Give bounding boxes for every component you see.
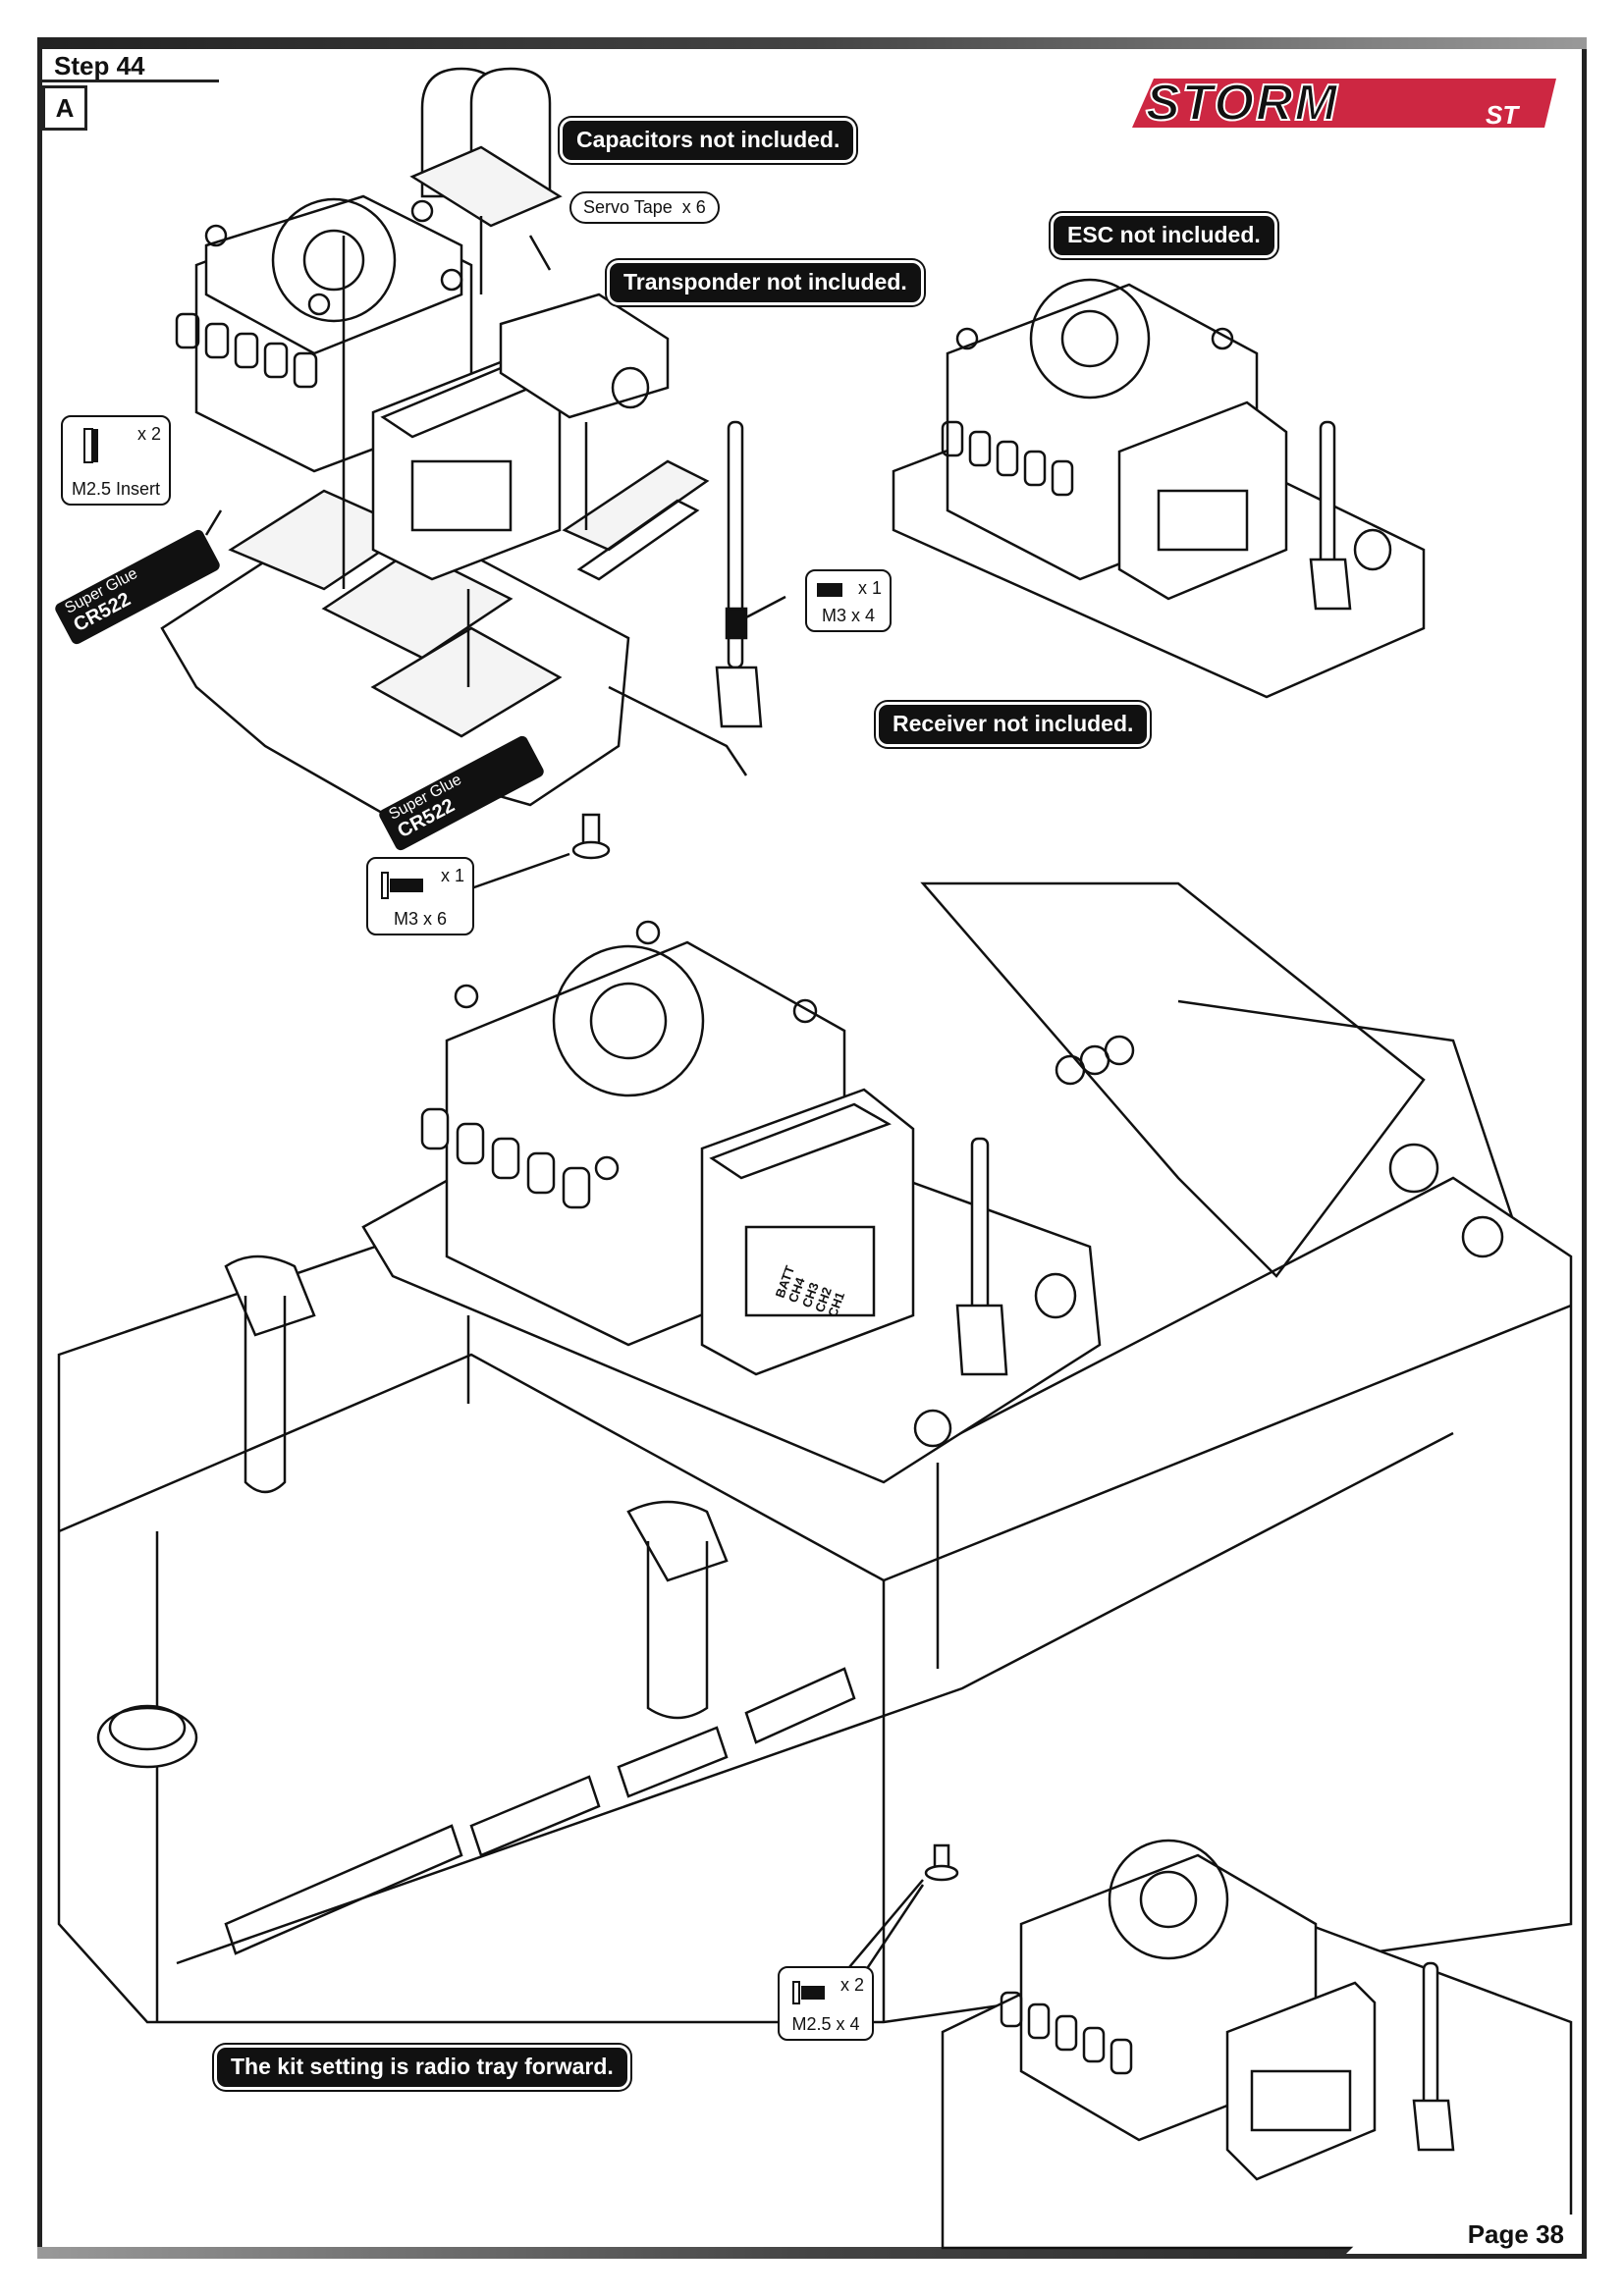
bottom-bar — [37, 2247, 1587, 2259]
servo-tape-name: Servo Tape — [583, 197, 673, 217]
insert-icon — [83, 428, 98, 463]
note-receiver: Receiver not included. — [876, 702, 1151, 747]
m3x4-size: M3 x 4 — [821, 605, 876, 625]
countersunk-screw-icon — [381, 872, 423, 899]
servo-tape-label: Servo Tape x 6 — [569, 191, 720, 224]
note-esc: ESC not included. — [1051, 213, 1277, 258]
screw-m3x6-drawing — [571, 813, 611, 860]
brand-main-text: STORM — [1146, 75, 1339, 132]
page-number: Page 38 — [1346, 2215, 1582, 2254]
esc-terminals — [175, 312, 318, 389]
servo-tape-qty: x 6 — [681, 197, 706, 217]
m3x4-qty: x 1 — [857, 578, 882, 598]
storm-st-logo: STORM ST — [1132, 74, 1556, 133]
m3x6-size: M3 x 6 — [393, 908, 448, 929]
assembled-radio-plate-right — [892, 278, 1426, 699]
assembled-radio-plate-center — [361, 920, 1102, 1484]
top-bar — [37, 37, 1587, 49]
m3x6-qty: x 1 — [440, 866, 464, 885]
screw-m25x4-drawing — [924, 1843, 959, 1882]
detail-view-bottom-right — [941, 1839, 1573, 2250]
note-capacitors: Capacitors not included. — [560, 118, 857, 163]
capacitors-exploded — [409, 67, 563, 228]
sub-step-label: A — [42, 85, 87, 131]
m25x4-size: M2.5 x 4 — [791, 2013, 860, 2034]
receiver-exploded — [371, 356, 562, 581]
m25x4-qty: x 2 — [839, 1975, 864, 1995]
note-radio-tray: The kit setting is radio tray forward. — [214, 2045, 630, 2090]
part-m3x6-screw: x 1 M3 x 6 — [366, 857, 474, 935]
radio-plate-exploded — [160, 459, 710, 827]
part-m25x4-screw: x 2 M2.5 x 4 — [778, 1966, 874, 2041]
countersunk-screw-icon — [792, 1981, 825, 2004]
step-title: Step 44 — [42, 49, 258, 82]
insert-qty: x 2 — [136, 424, 161, 444]
screw-icon — [817, 583, 842, 597]
standoff-post — [715, 420, 763, 728]
chassis-main — [57, 881, 1573, 2024]
part-m25-insert: x 2 M2.5 Insert — [61, 415, 171, 506]
insert-size: M2.5 Insert — [71, 478, 161, 499]
brand-suffix-text: ST — [1486, 100, 1520, 130]
part-m3x4-screw: x 1 M3 x 4 — [805, 569, 892, 632]
transponder-exploded — [499, 293, 670, 419]
note-transponder: Transponder not included. — [607, 260, 924, 305]
